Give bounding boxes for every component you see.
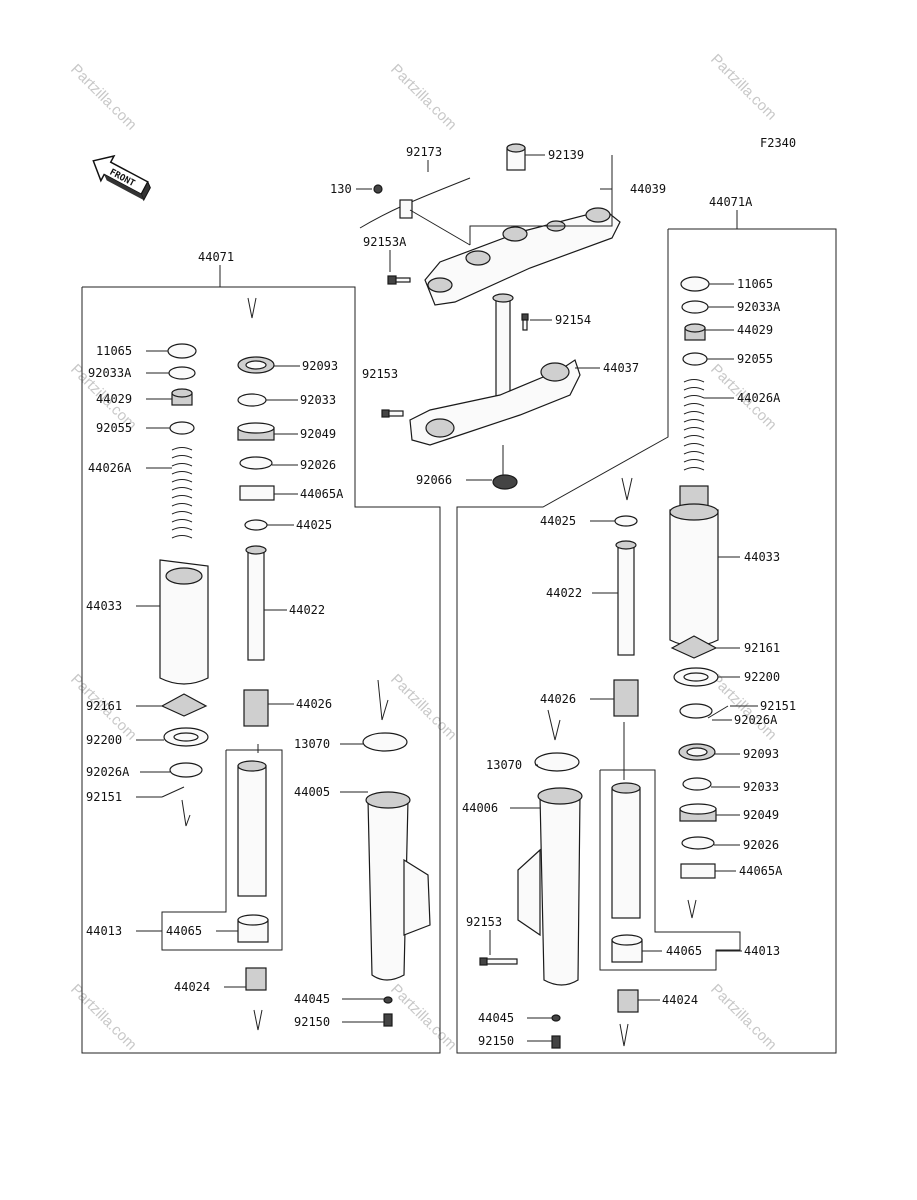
label-44025: 44025: [296, 518, 332, 532]
label-44026: 44026: [296, 697, 332, 711]
label-92093: 92093: [302, 359, 338, 373]
label-r-92150: 92150: [478, 1034, 514, 1048]
label-r-44045: 44045: [478, 1011, 514, 1025]
label-r-44006: 44006: [462, 801, 498, 815]
label-r-44029: 44029: [737, 323, 773, 337]
label-r-92026: 92026: [743, 838, 779, 852]
label-44026a: 44026A: [88, 461, 132, 475]
label-92033a: 92033A: [88, 366, 132, 380]
label-44045: 44045: [294, 992, 330, 1006]
top-nut: [506, 143, 526, 171]
label-r-92200: 92200: [744, 670, 780, 684]
bolt-92154: [521, 313, 529, 331]
label-r-92161: 92161: [744, 641, 780, 655]
right-leaders: [489, 283, 758, 1047]
label-92150: 92150: [294, 1015, 330, 1029]
label-92153-center: 92153: [362, 367, 398, 381]
top-leaders: [356, 154, 613, 481]
label-44065a: 44065A: [300, 487, 344, 501]
label-r-44065a: 44065A: [739, 864, 783, 878]
label-13070: 13070: [294, 737, 330, 751]
left-leaders: [136, 297, 389, 1031]
label-44024: 44024: [174, 980, 210, 994]
label-44022: 44022: [289, 603, 325, 617]
label-92026: 92026: [300, 458, 336, 472]
watermark: Partzilla.com: [387, 61, 460, 134]
label-r-44024: 44024: [662, 993, 698, 1007]
label-r-44025: 44025: [540, 514, 576, 528]
watermark: Partzilla.com: [67, 981, 140, 1054]
bolt-92153a: [387, 275, 411, 285]
label-r-92153: 92153: [466, 915, 502, 929]
steering-stem-lower-bracket: [409, 293, 581, 490]
label-92200: 92200: [86, 733, 122, 747]
watermark: Partzilla.com: [707, 981, 780, 1054]
label-44037: 44037: [603, 361, 639, 375]
label-92173: 92173: [406, 145, 442, 159]
label-r-92049: 92049: [743, 808, 779, 822]
bolt-92153: [479, 957, 518, 966]
watermark: Partzilla.com: [387, 981, 460, 1054]
label-92139: 92139: [548, 148, 584, 162]
label-130: 130: [330, 182, 352, 196]
screw-130: [373, 184, 383, 194]
label-92151: 92151: [86, 790, 122, 804]
label-r-92026a: 92026A: [734, 713, 778, 727]
label-44005: 44005: [294, 785, 330, 799]
label-92033: 92033: [300, 393, 336, 407]
label-92049: 92049: [300, 427, 336, 441]
left-fork-assembly-outline: [81, 265, 441, 1054]
right-fork-assembly-outline: [456, 210, 837, 1054]
label-r-92151: 92151: [760, 699, 796, 713]
label-92153a: 92153A: [363, 235, 407, 249]
figure-code: F2340: [760, 136, 796, 150]
label-44013: 44013: [86, 924, 122, 938]
label-r-44026: 44026: [540, 692, 576, 706]
wire-clamp: [359, 177, 471, 229]
right-fork-parts: [479, 276, 729, 1049]
label-r-11065: 11065: [737, 277, 773, 291]
label-44071: 44071: [198, 250, 234, 264]
label-r-92093: 92093: [743, 747, 779, 761]
label-r-44033: 44033: [744, 550, 780, 564]
label-92154: 92154: [555, 313, 591, 327]
label-r-92033a: 92033A: [737, 300, 781, 314]
watermark: Partzilla.com: [387, 671, 460, 744]
watermark: Partzilla.com: [707, 51, 780, 124]
label-92161: 92161: [86, 699, 122, 713]
label-r-44022: 44022: [546, 586, 582, 600]
label-92066: 92066: [416, 473, 452, 487]
front-arrow-icon: FRONT: [92, 154, 151, 202]
label-44033: 44033: [86, 599, 122, 613]
label-44065: 44065: [166, 924, 202, 938]
label-92055: 92055: [96, 421, 132, 435]
label-92026a: 92026A: [86, 765, 130, 779]
label-r-44013: 44013: [744, 944, 780, 958]
label-r-92055: 92055: [737, 352, 773, 366]
label-r-92033: 92033: [743, 780, 779, 794]
label-44029: 44029: [96, 392, 132, 406]
label-r-13070: 13070: [486, 758, 522, 772]
left-fork-parts: [159, 343, 431, 1027]
label-44071a: 44071A: [709, 195, 753, 209]
upper-bracket: [424, 207, 621, 306]
watermark: Partzilla.com: [67, 61, 140, 134]
label-r-44026a: 44026A: [737, 391, 781, 405]
bolt-92153-center: [381, 409, 404, 418]
label-44039: 44039: [630, 182, 666, 196]
label-11065: 11065: [96, 344, 132, 358]
label-r-44065: 44065: [666, 944, 702, 958]
